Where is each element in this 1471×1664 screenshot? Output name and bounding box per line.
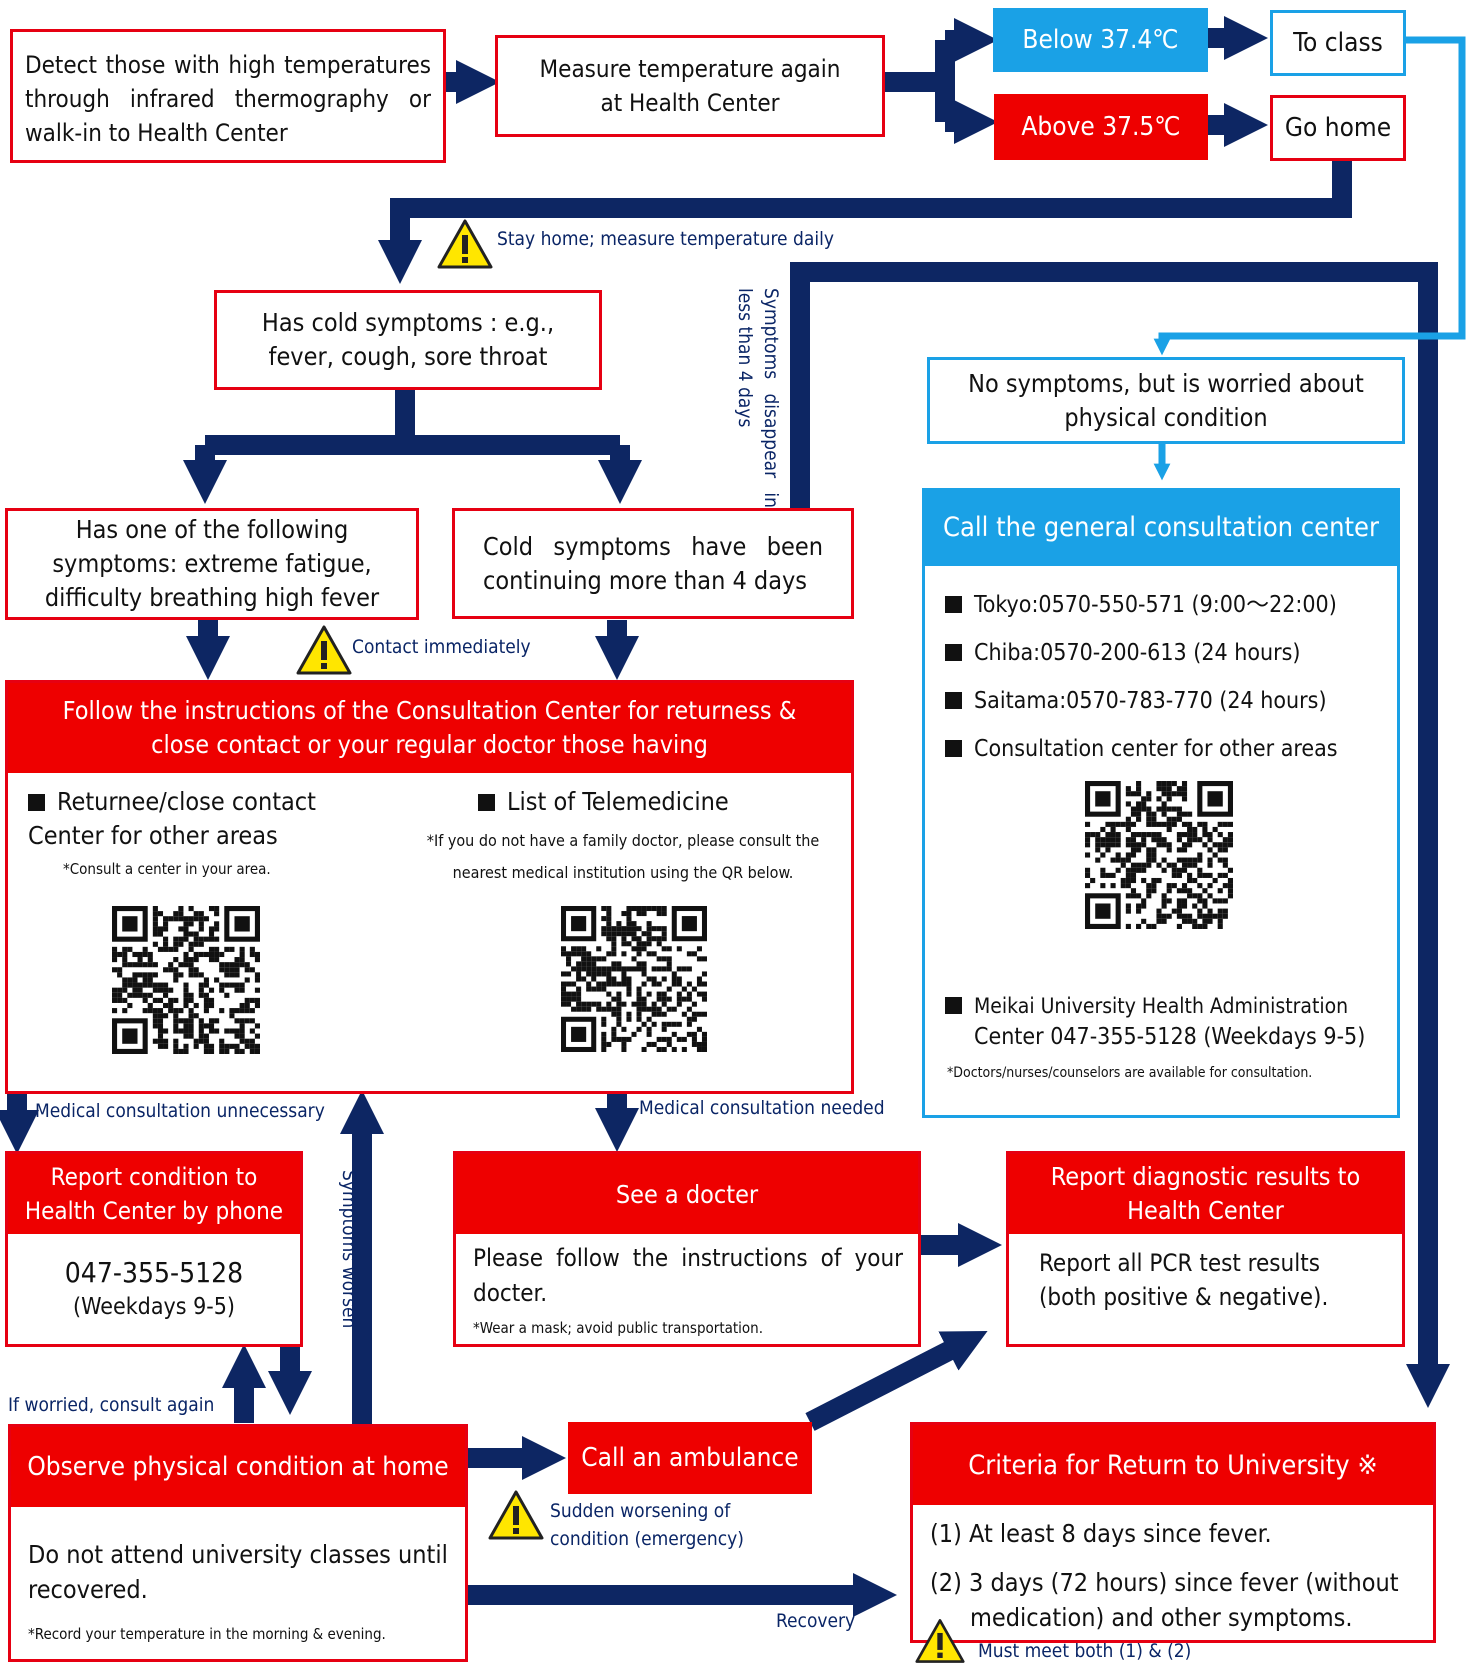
observe-header: Observe physical condition at home	[11, 1427, 465, 1507]
general-header: Call the general consultation center	[922, 488, 1400, 566]
symptoms-disappear-label: Symptoms disappear in less than 4 days	[734, 288, 782, 508]
go-home-text: Go home	[1284, 113, 1392, 143]
symptoms-worsen-label: Symptoms worsen	[338, 1170, 360, 1329]
arrow-ambulance-diag	[805, 1330, 988, 1431]
bullet-icon	[478, 794, 495, 811]
arrow-home-cold	[377, 160, 1352, 285]
general-line-other: Consultation center for other areas	[945, 725, 1385, 773]
meikai-line-1: Meikai University Health Administration	[945, 991, 1385, 1022]
observe-body: Do not attend university classes until r…	[28, 1540, 448, 1604]
observe-box: Observe physical condition at home Do no…	[8, 1424, 468, 1662]
follow-left-note: *Consult a center in your area.	[63, 860, 271, 878]
report-phone-hours: (Weekdays 9-5)	[73, 1294, 235, 1320]
below-box: Below 37.4℃	[993, 8, 1208, 72]
severe-symptoms-box: Has one of the following symptoms: extre…	[5, 508, 419, 620]
sudden-label: Sudden worsening of condition (emergency…	[550, 1500, 744, 1550]
warning-icon	[488, 1490, 544, 1540]
above-text: Above 37.5℃	[1021, 112, 1181, 142]
see-doctor-body: Please follow the instructions of your d…	[473, 1244, 903, 1307]
bullet-icon	[945, 644, 962, 661]
follow-header: Follow the instructions of the Consultat…	[8, 683, 851, 773]
arrow-class-nosymptoms	[1153, 36, 1466, 356]
report-diag-box: Report diagnostic results to Health Cent…	[1006, 1151, 1405, 1347]
warning-icon	[296, 625, 352, 675]
ambulance-text: Call an ambulance	[581, 1443, 799, 1473]
criteria-box: Criteria for Return to University ※ (1) …	[910, 1422, 1436, 1643]
criteria-header: Criteria for Return to University ※	[913, 1425, 1433, 1505]
above-box: Above 37.5℃	[994, 94, 1208, 160]
general-line-chiba: Chiba:0570-200-613 (24 hours)	[945, 629, 1385, 677]
severe-symptoms-text: Has one of the following symptoms: extre…	[44, 515, 380, 612]
follow-header-text: Follow the instructions of the Consultat…	[62, 696, 797, 759]
report-diag-body: Report all PCR test results (both positi…	[1039, 1249, 1329, 1311]
criteria-2: (2) 3 days (72 hours) since fever (witho…	[930, 1568, 1399, 1632]
qr-code-telemedicine[interactable]	[561, 906, 707, 1052]
observe-note: *Record your temperature in the morning …	[28, 1625, 386, 1643]
criteria-header-text: Criteria for Return to University ※	[968, 1449, 1378, 1481]
see-doctor-note: *Wear a mask; avoid public transportatio…	[473, 1319, 764, 1337]
bullet-icon	[945, 740, 962, 757]
report-phone-header: Report condition to Health Center by pho…	[8, 1154, 300, 1234]
see-doctor-header-text: See a docter	[615, 1179, 759, 1209]
follow-right-title: List of Telemedicine	[478, 785, 778, 819]
to-class-box: To class	[1270, 10, 1406, 76]
arrow-disappear-criteria	[790, 262, 1451, 1409]
see-doctor-header: See a docter	[456, 1154, 918, 1234]
contact-immediately-label: Contact immediately	[352, 636, 531, 658]
cold-symptoms-text: Has cold symptoms : e.g., fever, cough, …	[261, 308, 555, 371]
bullet-icon	[945, 997, 962, 1014]
continuing-box: Cold symptoms have been continuing more …	[452, 508, 854, 619]
warning-icon	[915, 1619, 965, 1663]
warning-icon	[437, 219, 493, 269]
general-note: *Doctors/nurses/counselors are available…	[947, 1065, 1313, 1081]
general-header-text: Call the general consultation center	[943, 511, 1379, 543]
must-meet-label: Must meet both (1) & (2)	[978, 1640, 1192, 1662]
observe-header-text: Observe physical condition at home	[27, 1452, 449, 1482]
report-phone-header-text: Report condition to Health Center by pho…	[24, 1163, 284, 1225]
general-consultation-box: Call the general consultation center Tok…	[922, 488, 1400, 1118]
bullet-icon	[945, 596, 962, 613]
no-symptoms-text: No symptoms, but is worried about physic…	[968, 368, 1364, 432]
qr-code-general[interactable]	[1083, 781, 1235, 929]
see-doctor-box: See a docter Please follow the instructi…	[453, 1151, 921, 1347]
meikai-line-2: Center 047-355-5128 (Weekdays 9-5)	[974, 1024, 1366, 1050]
to-class-text: To class	[1293, 28, 1383, 58]
general-line-saitama: Saitama:0570-783-770 (24 hours)	[945, 677, 1385, 725]
report-diag-header-text: Report diagnostic results to Health Cent…	[1050, 1162, 1361, 1225]
meikai-text: Meikai University Health Administration …	[945, 991, 1385, 1053]
if-worried-label: If worried, consult again	[8, 1394, 215, 1416]
follow-left-title-text: Returnee/close contact Center for other …	[28, 787, 316, 850]
below-text: Below 37.4℃	[1022, 25, 1179, 55]
report-phone-box: Report condition to Health Center by pho…	[5, 1151, 303, 1347]
qr-code-returnee[interactable]	[110, 906, 262, 1054]
needed-label: Medical consultation needed	[639, 1097, 885, 1119]
continuing-text: Cold symptoms have been continuing more …	[483, 531, 823, 595]
cold-symptoms-box: Has cold symptoms : e.g., fever, cough, …	[214, 290, 602, 390]
general-lines: Tokyo:0570-550-571 (9:00～22:00) Chiba:05…	[945, 581, 1385, 773]
arrow-measure-split	[885, 40, 955, 122]
stay-home-label: Stay home; measure temperature daily	[497, 228, 834, 250]
measure-box: Measure temperature again at Health Cent…	[495, 35, 885, 137]
bullet-icon	[28, 794, 45, 811]
criteria-1: (1) At least 8 days since fever.	[930, 1519, 1272, 1548]
detect-text: Detect those with high temperatures thro…	[25, 51, 431, 147]
general-line-tokyo: Tokyo:0570-550-571 (9:00～22:00)	[945, 581, 1385, 629]
bullet-icon	[945, 692, 962, 709]
no-symptoms-box: No symptoms, but is worried about physic…	[927, 357, 1405, 444]
follow-right-note: *If you do not have a family doctor, ple…	[426, 831, 820, 882]
report-phone-number: 047-355-5128	[64, 1256, 244, 1289]
follow-right-title-text: List of Telemedicine	[507, 787, 729, 816]
go-home-box: Go home	[1270, 95, 1406, 161]
follow-left-title: Returnee/close contact Center for other …	[28, 785, 358, 853]
measure-text: Measure temperature again at Health Cent…	[539, 55, 841, 117]
ambulance-box: Call an ambulance	[568, 1422, 812, 1494]
report-diag-header: Report diagnostic results to Health Cent…	[1009, 1154, 1402, 1234]
arrow-cold-split	[205, 390, 620, 455]
recovery-label: Recovery	[776, 1610, 856, 1632]
detect-box: Detect those with high temperatures thro…	[10, 29, 446, 163]
unnecessary-label: Medical consultation unnecessary	[35, 1100, 325, 1122]
